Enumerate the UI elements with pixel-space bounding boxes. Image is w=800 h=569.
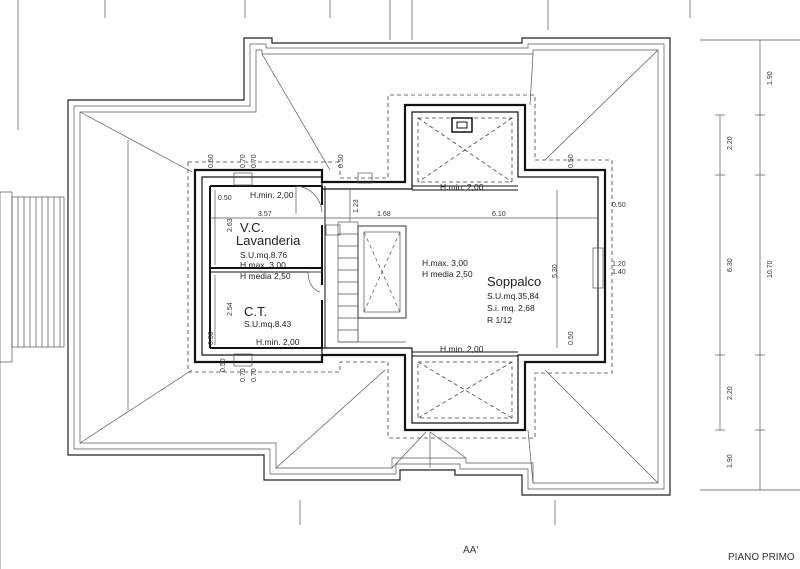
dim-254: 2.54 [227,302,234,316]
dim-190-bottom: 1.90 [727,454,734,468]
dim-050-right-upper: 0.50 [612,202,626,209]
lav-hmin-label: H.min. 2,00 [250,190,294,200]
lavanderia-hmedia: H media 2,50 [240,271,291,281]
dim-050-top-c: 0.50 [568,154,575,168]
dim-120: 1.20 [612,261,626,268]
lavanderia-hmax: H.max. 3,00 [240,260,286,270]
dim-220-top: 2.20 [727,136,734,150]
dim-070-bottom-b: 0.70 [251,368,258,382]
dimension-lines [210,39,800,491]
internal-stair [337,221,407,343]
dim-123: 1.23 [353,199,360,213]
vc-room-name: V.C. [240,220,264,235]
sheet-title: PIANO PRIMO [728,552,795,563]
roof-hip-lines [79,49,659,484]
dim-070-bottom-a: 0.70 [240,368,247,382]
soppalco-ratio: R 1/12 [487,315,512,325]
lavanderia-area: S.U.mq.8.76 [240,250,288,260]
dim-1070: 10.70 [767,260,774,278]
dim-070-top-a: 0.70 [240,154,247,168]
dim-357: 3.57 [258,211,272,218]
ct-area: S.U.mq.8.43 [244,319,292,329]
dim-610: 6.10 [492,211,506,218]
section-label: AA' [463,545,478,556]
dim-050-left-lower: 0.50 [208,331,215,345]
dim-630: 6.30 [727,258,734,272]
lavanderia-room-name: Lavanderia [236,233,301,248]
soppalco-hmedia: H media 2,50 [422,269,473,279]
soppalco-si: S.i. mq. 2,68 [487,303,535,313]
interior-walls [209,185,518,357]
dim-220-bottom: 2.20 [727,386,734,400]
roof-voids [417,117,513,419]
dim-050-left: 0.50 [218,195,232,202]
dim-070-top-b: 0.70 [251,154,258,168]
soppalco-hmax: H.max. 3,00 [422,258,468,268]
dim-050-top-b: 0.50 [338,154,345,168]
doors [233,172,604,367]
soppalco-room-name: Soppalco [487,274,541,289]
dim-050-top-a: 0.50 [208,154,215,168]
ct-hmin-label: H.min. 2,00 [256,337,300,347]
dim-190-top: 1.90 [767,71,774,85]
dim-530: 5.30 [552,264,559,278]
ct-room-name: C.T. [244,304,267,319]
dim-263: 2.63 [227,218,234,232]
sop-top-hmin-label: H.min. 2,00 [440,182,484,192]
dim-050-bottom-right: 0.50 [568,331,575,345]
walls [193,103,607,432]
sop-bottom-hmin-label: H.min. 2,00 [440,344,484,354]
soppalco-area: S.U.mq.35,84 [487,291,539,301]
dim-050-bottom-left: 0.50 [220,358,227,372]
dim-140: 1.40 [612,269,626,276]
dim-168: 1.68 [377,211,391,218]
exterior-stair [0,191,65,569]
chimney [451,117,473,133]
construction-lines [17,0,691,525]
